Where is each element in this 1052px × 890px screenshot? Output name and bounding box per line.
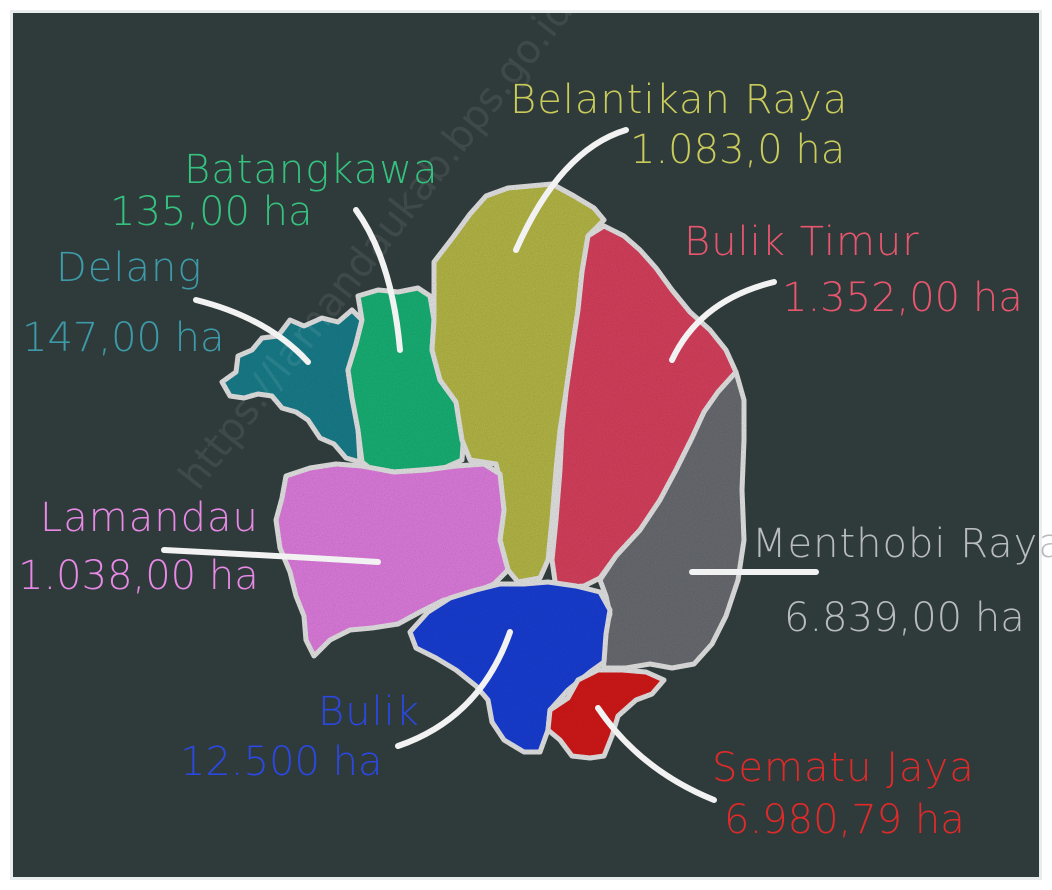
label-menthobi-raya-area: 6.839,00 ha	[784, 595, 1025, 641]
label-delang-name: Delang	[56, 245, 203, 291]
label-belantikan-raya-area: 1.083,0 ha	[630, 127, 846, 173]
label-delang-area: 147,00 ha	[22, 315, 225, 361]
label-batangkawa-name: Batangkawa	[184, 147, 439, 193]
label-bulik-name: Bulik	[318, 689, 420, 735]
label-lamandau-name: Lamandau	[40, 495, 259, 541]
leader-line-bulik-timur	[669, 279, 777, 363]
label-sematu-jaya-area: 6.980,79 ha	[724, 797, 965, 843]
label-bulik-timur-area: 1.352,00 ha	[782, 275, 1023, 321]
label-sematu-jaya-name: Sematu Jaya	[712, 745, 975, 791]
label-belantikan-raya-name: Belantikan Raya	[510, 77, 849, 123]
leader-line-lamandau	[161, 547, 381, 565]
region-belantikan-raya	[429, 181, 607, 585]
label-lamandau-area: 1.038,00 ha	[18, 553, 259, 599]
leader-line-batangkawa	[353, 207, 403, 353]
leader-line-bulik	[395, 629, 513, 749]
label-bulik-timur-name: Bulik Timur	[684, 219, 920, 265]
leader-line-belantikan-raya	[513, 127, 629, 253]
region-sematu-jaya	[545, 667, 667, 761]
label-menthobi-raya-name: Menthobi Raya	[752, 521, 1052, 567]
label-batangkawa-area: 135,00 ha	[110, 189, 313, 235]
leader-line-sematu-jaya	[595, 705, 717, 803]
leader-line-delang	[193, 297, 311, 365]
label-bulik-area: 12.500 ha	[180, 739, 383, 785]
